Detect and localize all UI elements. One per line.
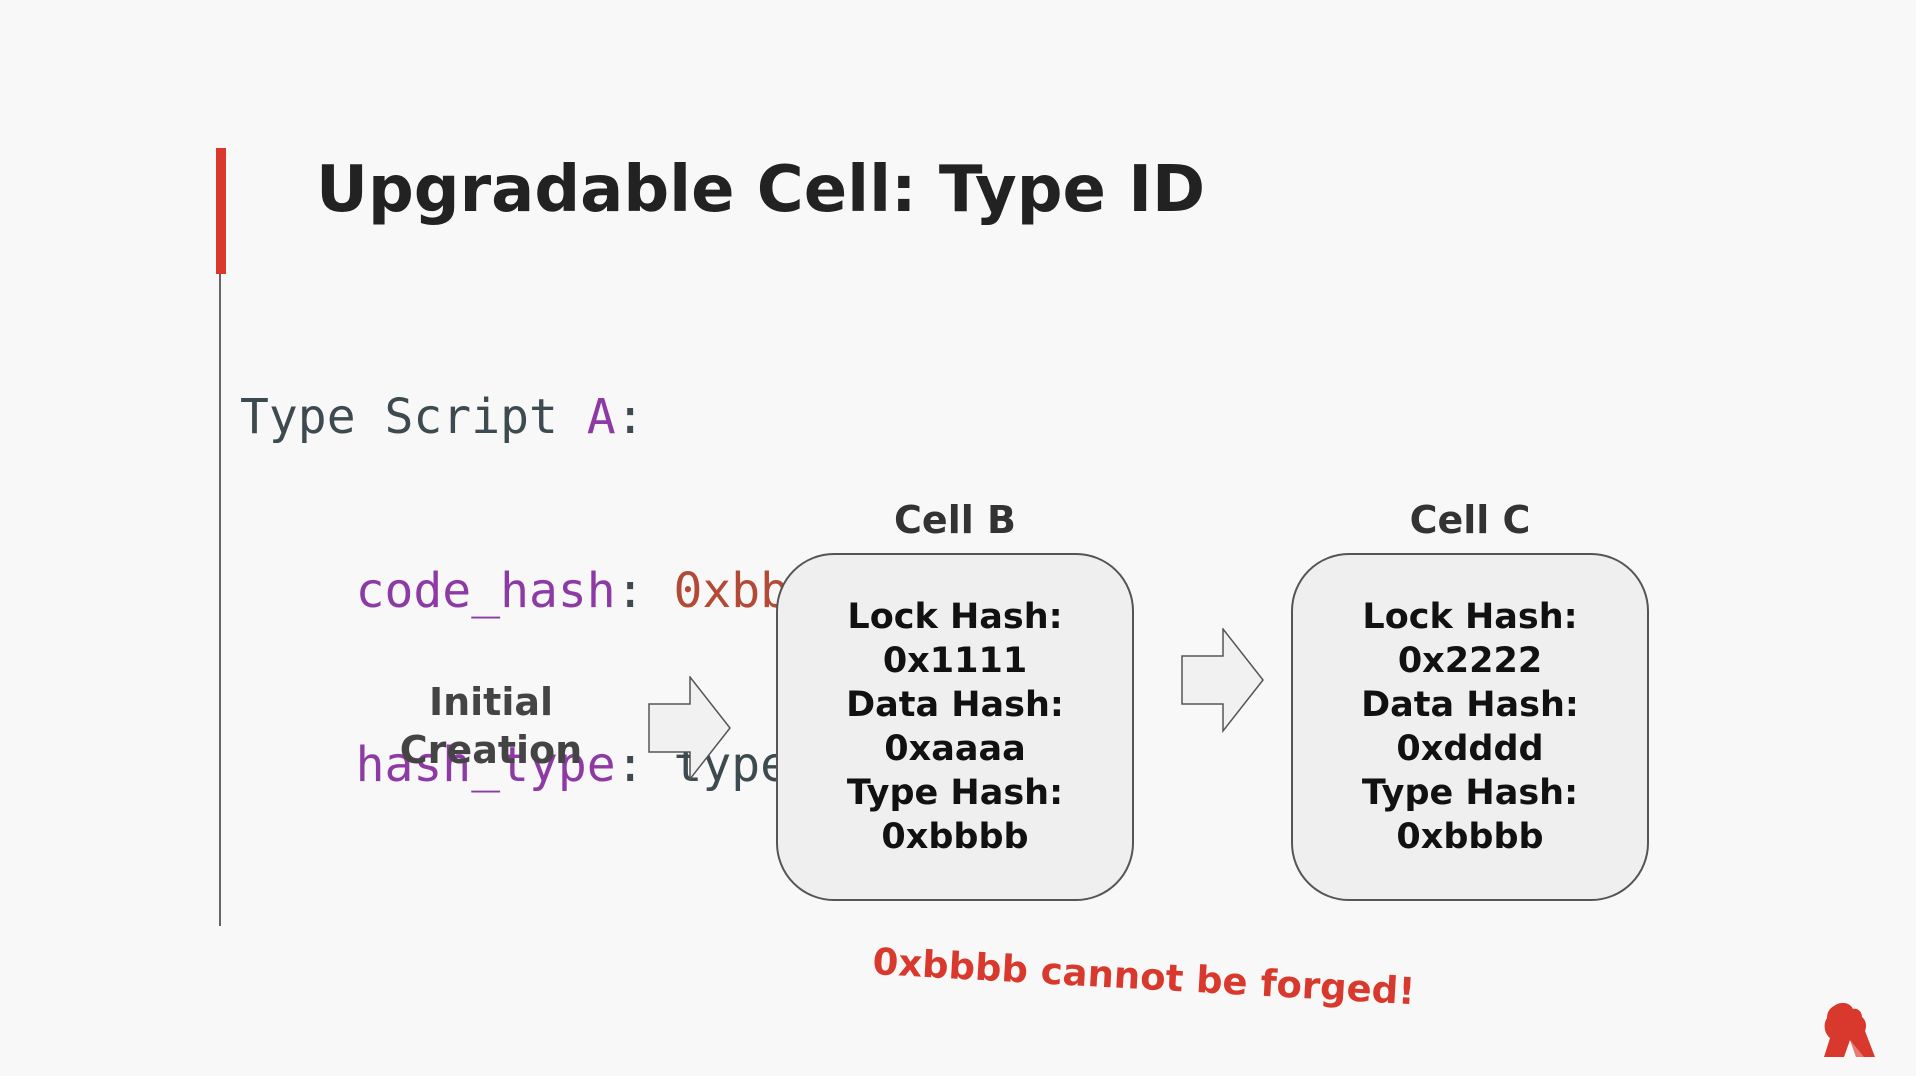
code-line-1: Type Script A: xyxy=(240,388,847,446)
type-hash-label: Type Hash: xyxy=(1361,773,1579,813)
code-colon: : xyxy=(615,737,674,793)
code-script-name: A xyxy=(586,389,616,445)
code-colon: : xyxy=(615,389,645,445)
code-colon: : xyxy=(615,563,674,619)
cell-c-title: Cell C xyxy=(1409,498,1531,542)
code-line-2: code_hash: 0xbbbb xyxy=(240,562,847,620)
lock-hash-value: 0x1111 xyxy=(882,641,1028,681)
data-hash-label: Data Hash: xyxy=(846,685,1064,725)
initial-creation-line-2: Creation xyxy=(399,728,583,772)
type-hash-value: 0xbbbb xyxy=(881,817,1029,857)
cell-b-title: Cell B xyxy=(894,498,1016,542)
lock-hash-label: Lock Hash: xyxy=(847,597,1063,637)
divider-line xyxy=(219,274,221,926)
cell-c-box: Lock Hash: 0x2222 Data Hash: 0xdddd Type… xyxy=(1291,553,1649,901)
type-hash-value: 0xbbbb xyxy=(1396,817,1544,857)
data-hash-value: 0xdddd xyxy=(1396,729,1544,769)
code-type-script-label: Type Script xyxy=(240,389,558,445)
cell-b-box: Lock Hash: 0x1111 Data Hash: 0xaaaa Type… xyxy=(776,553,1134,901)
nervos-logo-icon xyxy=(1824,1002,1875,1057)
slide-title: Upgradable Cell: Type ID xyxy=(316,153,1206,227)
right-arrow-icon xyxy=(1181,628,1264,734)
initial-creation-line-1: Initial xyxy=(428,680,554,724)
data-hash-value: 0xaaaa xyxy=(884,729,1026,769)
code-line-3: hash_type: type xyxy=(240,736,847,794)
data-hash-label: Data Hash: xyxy=(1361,685,1579,725)
lock-hash-label: Lock Hash: xyxy=(1362,597,1578,637)
code-hash-key: code_hash xyxy=(355,563,616,619)
type-hash-label: Type Hash: xyxy=(846,773,1064,813)
forgery-warning: 0xbbbb cannot be forged! xyxy=(871,939,1417,1014)
initial-creation-label: Initial Creation xyxy=(386,678,596,774)
right-arrow-icon xyxy=(648,676,731,782)
lock-hash-value: 0x2222 xyxy=(1397,641,1543,681)
code-block: Type Script A: code_hash: 0xbbbb hash_ty… xyxy=(240,272,847,910)
accent-bar xyxy=(216,148,226,274)
hash-type-key: hash_type xyxy=(355,737,616,793)
